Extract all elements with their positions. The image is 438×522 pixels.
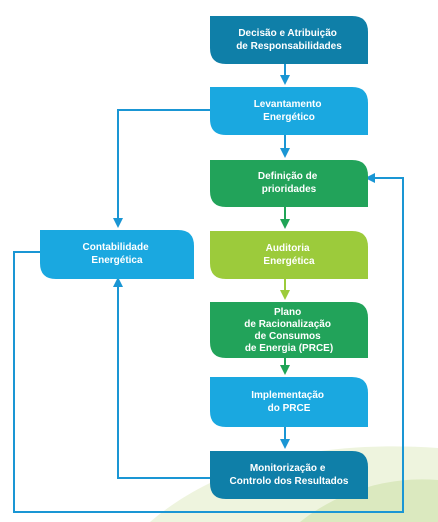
step-definicao-label: Definição de prioridades [258, 171, 320, 195]
step-contabilidade: Contabilidade Energética [40, 230, 194, 279]
step-plano-label: Plano de Racionalização de Consumos de E… [244, 307, 333, 354]
step-definicao: Definição de prioridades [210, 160, 368, 207]
step-auditoria: Auditoria Energética [210, 231, 368, 279]
arrow-contabilidade-loop-to-definicao [13, 173, 404, 513]
step-plano: Plano de Racionalização de Consumos de E… [210, 302, 368, 358]
step-implementacao-label: Implementação do PRCE [251, 390, 327, 414]
step-implementacao: Implementação do PRCE [210, 377, 368, 427]
arrow-levantamento-to-contabilidade [113, 109, 210, 228]
step-auditoria-label: Auditoria Energética [263, 243, 315, 267]
step-monitorizacao: Monitorização e Controlo dos Resultados [210, 451, 368, 499]
arrow-monitorizacao-to-contabilidade [113, 277, 210, 479]
step-monitorizacao-label: Monitorização e Controlo dos Resultados [230, 463, 349, 487]
connectors [13, 64, 404, 513]
step-decisao-label: Decisão e Atribuição de Responsabilidade… [236, 28, 342, 52]
step-contabilidade-label: Contabilidade Energética [83, 242, 152, 266]
step-levantamento-label: Levantamento Energético [254, 99, 325, 123]
step-decisao: Decisão e Atribuição de Responsabilidade… [210, 16, 368, 64]
step-levantamento: Levantamento Energético [210, 87, 368, 135]
